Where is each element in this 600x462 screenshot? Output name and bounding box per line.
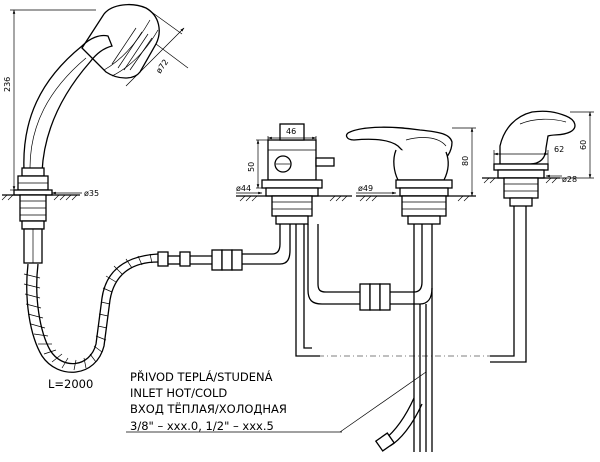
deck-hatch-spout <box>359 195 470 202</box>
spout-base-dia-label: ø49 <box>358 184 373 193</box>
spout-height-label: 80 <box>461 156 470 166</box>
shower-head-dia-label: ø72 <box>154 58 170 76</box>
hand-base-dia-label: ø35 <box>84 189 99 198</box>
mixer-width-label: 62 <box>554 145 564 154</box>
valve-width-label: 46 <box>286 127 296 136</box>
diverter-valve: 46 50 ø44 <box>236 123 352 225</box>
caption-line-1: PŘIVOD TEPLÁ/STUDENÁ <box>130 369 273 384</box>
hand-shower: ø72 236 ø35 <box>1 3 189 264</box>
spout: 80 ø49 <box>345 126 476 225</box>
mixer-base-dia-label: ø28 <box>562 175 577 184</box>
shower-height-label: 236 <box>3 77 12 92</box>
mixer: 62 60 ø28 <box>482 110 594 207</box>
flexible-hose: L=2000 <box>23 222 291 391</box>
deck-hatch-mid <box>239 195 348 202</box>
caption-line-4: 3/8" – xxx.0, 1/2" – xxx.5 <box>130 419 274 433</box>
deck-hatch-right <box>483 177 558 184</box>
caption-line-2: INLET HOT/COLD <box>130 386 227 400</box>
hose-length-label: L=2000 <box>48 377 93 391</box>
supply-pipes <box>295 206 527 452</box>
caption-line-3: ВХОД ТЁПЛАЯ/ХОЛОДНАЯ <box>130 401 287 416</box>
valve-base-dia-label: ø44 <box>236 184 251 193</box>
mixer-height-label: 60 <box>579 140 588 150</box>
valve-height-label: 50 <box>247 162 256 172</box>
inlet-caption: PŘIVOD TEPLÁ/STUDENÁ INLET HOT/COLD ВХОД… <box>126 369 342 433</box>
